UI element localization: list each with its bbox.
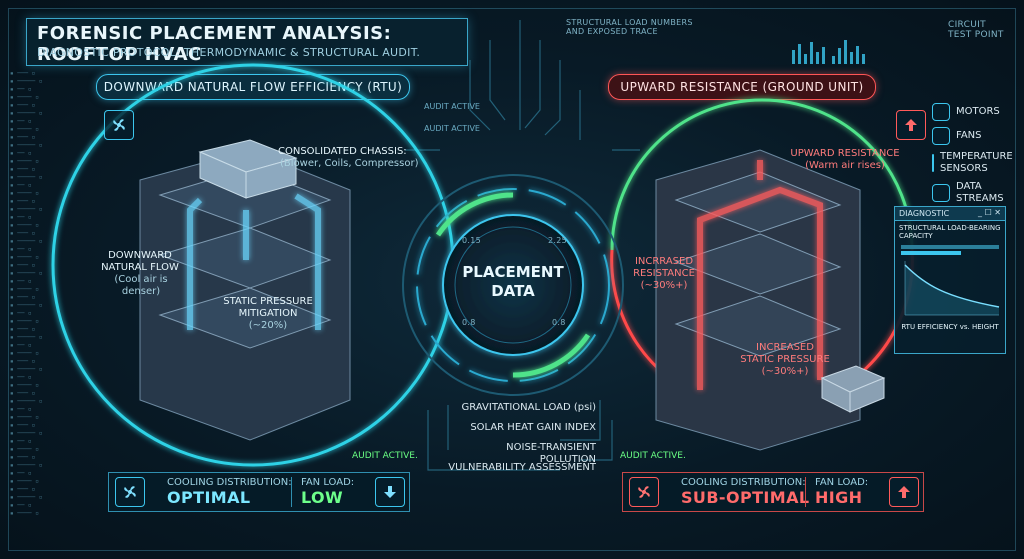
right-static-title-1: INCREASED xyxy=(756,342,814,353)
audit-active-2: AUDIT ACTIVE xyxy=(424,124,480,133)
core-title-2: DATA xyxy=(491,282,535,300)
resist-title-1: INCRRASED xyxy=(634,256,694,267)
left-fan-caption: FAN LOAD: xyxy=(301,477,355,488)
metric-3: NOISE-TRANSIENT POLLUTION xyxy=(506,442,596,465)
sidebar-label-motors: MOTORS xyxy=(956,106,1000,117)
sidebar-label-temp: TEMPERATURE SENSORS xyxy=(940,151,1013,174)
mini-bar-graph xyxy=(792,40,865,64)
page-title: FORENSIC PLACEMENT ANALYSIS: ROOFTOP HVA… xyxy=(37,23,392,65)
left-fan-icon xyxy=(115,477,145,507)
sidebar-item-temp[interactable]: TEMPERATURE SENSORS xyxy=(932,148,1013,178)
diagnostic-chart-title: STRUCTURAL LOAD-BEARING CAPACITY xyxy=(899,224,1001,240)
metric-list: GRAVITATIONAL LOAD (psi) SOLAR HEAT GAIN… xyxy=(448,402,596,482)
flow-title-2: NATURAL FLOW xyxy=(101,262,179,273)
diagnostic-panel: DIAGNOSTIC _ ☐ ✕ STRUCTURAL LOAD-BEARING… xyxy=(894,206,1006,354)
page-subtitle: DIAGNOSTIC PROTOCOL: THERMODYNAMIC & STR… xyxy=(37,46,421,59)
sidebar-item-fans[interactable]: FANS xyxy=(932,124,1012,148)
static-title-1: STATIC PRESSURE xyxy=(223,296,313,307)
ring-num-2: 2.25 xyxy=(548,236,568,245)
right-status: COOLING DISTRIBUTION: SUB-OPTIMAL FAN LO… xyxy=(622,472,924,512)
left-status: COOLING DISTRIBUTION: OPTIMAL FAN LOAD: … xyxy=(108,472,410,512)
motor-icon xyxy=(932,103,950,121)
metric-1: GRAVITATIONAL LOAD (psi) xyxy=(461,402,596,413)
right-static-title-2: STATIC PRESSURE xyxy=(740,354,830,365)
sidebar-item-data[interactable]: DATA STREAMS xyxy=(932,178,1012,208)
left-fan-value: LOW xyxy=(301,488,344,507)
resist-title-2: RESISTANCE xyxy=(633,268,695,279)
right-panel-title: UPWARD RESISTANCE (GROUND UNIT) xyxy=(608,74,876,100)
up-arrow-icon-bottom xyxy=(889,477,919,507)
diagnostic-header: DIAGNOSTIC _ ☐ ✕ xyxy=(895,207,1005,221)
sidebar-label-data: DATA STREAMS xyxy=(956,181,1004,204)
upward-title: UPWARD RESISTANCE xyxy=(790,148,900,159)
chassis-title: CONSOLIDATED CHASSIS: xyxy=(278,146,407,157)
data-stream-icon xyxy=(932,184,950,202)
window-controls[interactable]: _ ☐ ✕ xyxy=(978,208,1001,217)
chassis-sub: (Blower, Coils, Compressor) xyxy=(280,158,419,169)
metric-2: SOLAR HEAT GAIN INDEX xyxy=(470,422,596,433)
ring-num-1: 0.15 xyxy=(462,236,482,245)
temperature-icon xyxy=(932,154,934,172)
center-small-2: AND EXPOSED TRACE xyxy=(566,27,658,36)
right-fan-value: HIGH xyxy=(815,488,863,507)
right-arc-green xyxy=(610,98,914,251)
left-cooling-caption: COOLING DISTRIBUTION: xyxy=(167,477,292,488)
resist-value: (~30%+) xyxy=(640,280,688,291)
diagnostic-footer: RTU EFFICIENCY vs. HEIGHT xyxy=(901,323,999,331)
left-ticks: ▪ ─── ▫ ▪ ───── ▫ ▪ ── ▫ ▪ ──── ▫ ▪ ─── … xyxy=(10,70,43,517)
ring-num-3: 0.8 xyxy=(462,318,476,327)
core-title-1: PLACEMENT xyxy=(462,263,564,281)
left-audit-label: AUDIT ACTIVE. xyxy=(352,451,418,461)
sidebar-item-motors[interactable]: MOTORS xyxy=(932,100,1012,124)
upward-sub: (Warm air rises) xyxy=(805,160,885,171)
fan-small-icon xyxy=(932,127,950,145)
up-arrow-icon xyxy=(896,110,926,140)
left-cooling-value: OPTIMAL xyxy=(167,488,251,507)
sidebar-label-fans: FANS xyxy=(956,130,982,141)
static-title-2: MITIGATION xyxy=(238,308,298,319)
down-arrow-icon xyxy=(375,477,405,507)
right-fan-caption: FAN LOAD: xyxy=(815,477,869,488)
page-title-box: FORENSIC PLACEMENT ANALYSIS: ROOFTOP HVA… xyxy=(26,18,468,66)
metric-4: VULNERABILITY ASSESSMENT xyxy=(448,462,596,473)
static-value: (~20%) xyxy=(248,320,288,331)
right-cooling-value: SUB-OPTIMAL xyxy=(681,488,810,507)
fan-icon xyxy=(104,110,134,140)
right-fan-icon xyxy=(629,477,659,507)
circuit-label: CIRCUIT xyxy=(948,20,986,30)
test-point-label: TEST POINT xyxy=(948,30,1004,40)
flow-title-1: DOWNWARD xyxy=(108,250,172,261)
center-small-1: STRUCTURAL LOAD NUMBERS xyxy=(566,18,693,27)
efficiency-curve xyxy=(904,261,1000,316)
audit-active-1: AUDIT ACTIVE xyxy=(424,102,480,111)
flow-sub: (Cool air is denser) xyxy=(114,274,168,297)
diagnostic-title: DIAGNOSTIC xyxy=(899,209,950,218)
right-cooling-caption: COOLING DISTRIBUTION: xyxy=(681,477,806,488)
ring-num-4: 0.8 xyxy=(552,318,566,327)
right-audit-label: AUDIT ACTIVE. xyxy=(620,451,686,461)
sidebar: MOTORS FANS TEMPERATURE SENSORS DATA STR… xyxy=(932,100,1013,208)
right-static-value: (~30%+) xyxy=(761,366,809,377)
